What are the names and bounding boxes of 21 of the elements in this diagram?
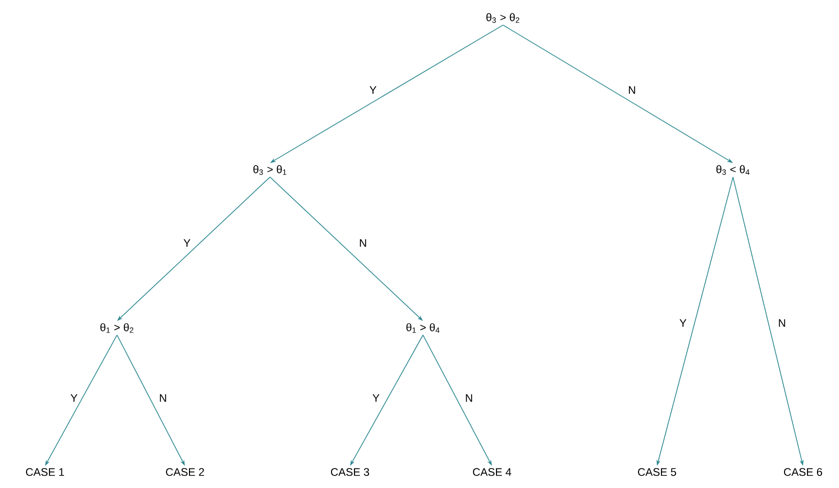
edge-label: N — [778, 319, 786, 327]
edge-label: Y — [184, 239, 190, 247]
outcome-label: CASE 6 — [784, 468, 822, 476]
edge-label: N — [466, 394, 472, 402]
edge-label: Y — [370, 86, 376, 94]
decision-label: θ$_{3}$ > θ$_{2}$ — [486, 13, 520, 23]
edge-label: N — [160, 394, 166, 402]
decision-label: θ$_{1}$ > θ$_{4}$ — [406, 323, 440, 333]
outcome-label: CASE 1 — [26, 468, 64, 476]
outcome-label: CASE 2 — [166, 468, 204, 476]
decision-label: θ$_{3}$ > θ$_{1}$ — [253, 165, 286, 175]
decision-label: θ$_{1}$ > θ$_{2}$ — [100, 323, 134, 333]
edge-label: Y — [70, 394, 78, 402]
outcome-label: CASE 5 — [638, 468, 676, 476]
edge-label: Y — [372, 394, 380, 402]
edge-label: N — [628, 86, 636, 94]
outcome-label: CASE 3 — [331, 468, 370, 476]
outcome-label: CASE 4 — [473, 468, 512, 476]
edge-label: N — [360, 239, 366, 247]
edge-label: Y — [680, 319, 686, 327]
decision-label: θ$_{3}$ < θ$_{4}$ — [716, 165, 750, 175]
